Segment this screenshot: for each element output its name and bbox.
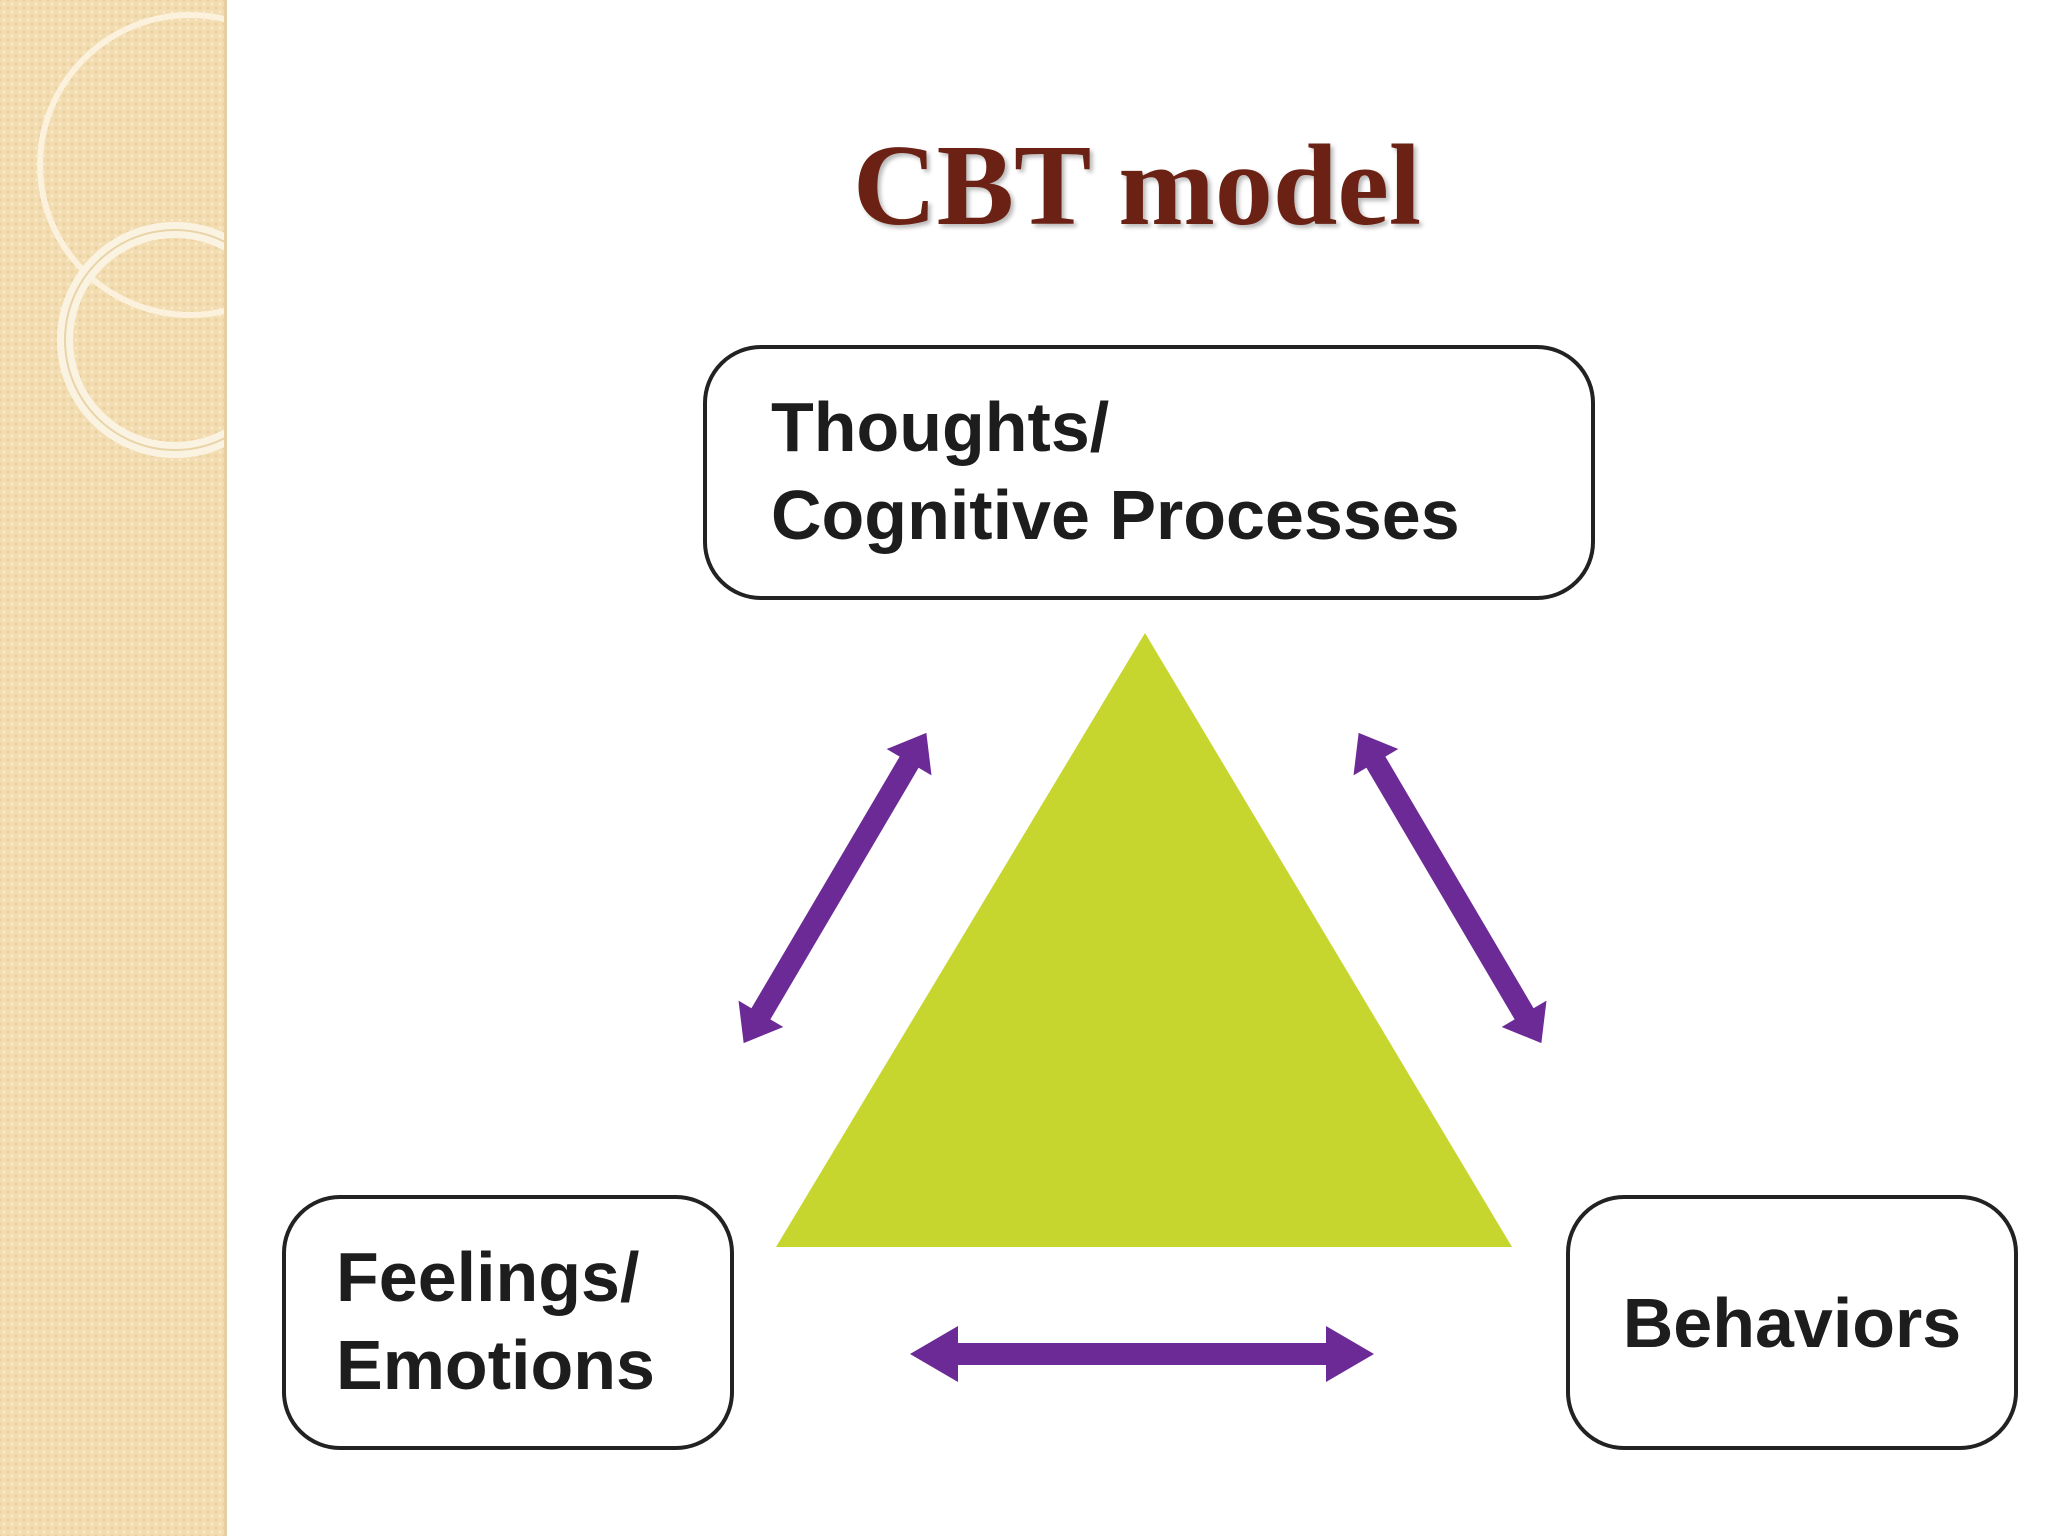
arrow-thoughts-feelings [738,732,932,1044]
thoughts-label-line2: Cognitive Processes [771,476,1460,554]
side-band-edge [224,0,227,1536]
feelings-label-line1: Feelings/ [336,1238,640,1316]
arrow-feelings-behaviors [910,1326,1374,1382]
thoughts-label-line1: Thoughts/ [771,388,1110,466]
center-triangle [776,633,1512,1247]
decorative-side-band [0,0,226,1536]
feelings-box: Feelings/ Emotions [282,1195,734,1450]
arrow-thoughts-behaviors [1353,732,1547,1044]
thoughts-box: Thoughts/ Cognitive Processes [703,345,1595,600]
slide-title: CBT model [852,122,1422,250]
feelings-label-line2: Emotions [336,1326,655,1404]
behaviors-box: Behaviors [1566,1195,2018,1450]
decorative-circles [37,12,226,458]
behaviors-label: Behaviors [1622,1283,1962,1362]
